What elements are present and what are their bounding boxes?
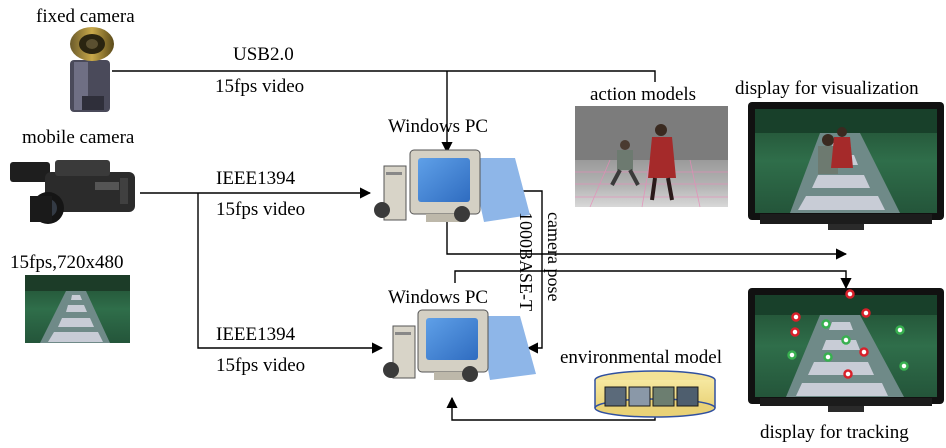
display-tracking — [748, 288, 944, 412]
fixed-camera-label: fixed camera — [36, 6, 135, 27]
pc-to-tracking-link — [454, 270, 852, 290]
ieee-bottom-video-label: 15fps video — [216, 355, 305, 376]
ieee-link-bottom — [197, 193, 384, 354]
panorama-cylinder-icon — [594, 370, 716, 418]
usb-label: USB2.0 — [233, 44, 294, 65]
camera-pose-label: camera pose — [544, 212, 564, 301]
ieee-bottom-label: IEEE1394 — [216, 324, 296, 345]
pc-top-label: Windows PC — [388, 116, 488, 137]
display-tracking-label: display for tracking — [760, 422, 909, 443]
tracking-markers — [787, 289, 909, 379]
mobile-camera-label: mobile camera — [22, 127, 135, 148]
environmental-model-label: environmental model — [560, 347, 722, 368]
usb-video-label: 15fps video — [215, 76, 304, 97]
windows-pc-top: Windows PC — [374, 116, 530, 222]
action-models-label: action models — [590, 84, 696, 105]
camera-spec-label: 15fps,720x480 — [10, 252, 123, 273]
flat-tv-icon — [748, 288, 944, 412]
pc-bottom-label: Windows PC — [388, 287, 488, 308]
usb-link — [112, 70, 656, 82]
ieee-top-video-label: 15fps video — [216, 199, 305, 220]
mobile-camera: mobile camera — [10, 127, 135, 224]
camera-frame-thumbnail — [25, 275, 130, 343]
connections — [112, 70, 852, 421]
desktop-pc-icon — [383, 309, 536, 382]
environmental-model — [594, 370, 716, 418]
ieee-top-label: IEEE1394 — [216, 168, 296, 189]
windows-pc-bottom: Windows PC — [383, 287, 536, 382]
display-visualization-label: display for visualization — [735, 78, 919, 99]
network-label: 1000BASE-T — [516, 212, 536, 311]
fixed-camera-icon — [70, 27, 114, 112]
fixed-camera: fixed camera — [36, 6, 135, 112]
desktop-pc-icon — [374, 149, 530, 222]
flat-tv-icon — [748, 102, 944, 230]
network-link — [522, 190, 543, 354]
camcorder-icon — [10, 160, 135, 224]
pc-to-visualization-link — [446, 222, 848, 260]
display-visualization — [748, 102, 944, 230]
action-models-image — [575, 106, 728, 208]
